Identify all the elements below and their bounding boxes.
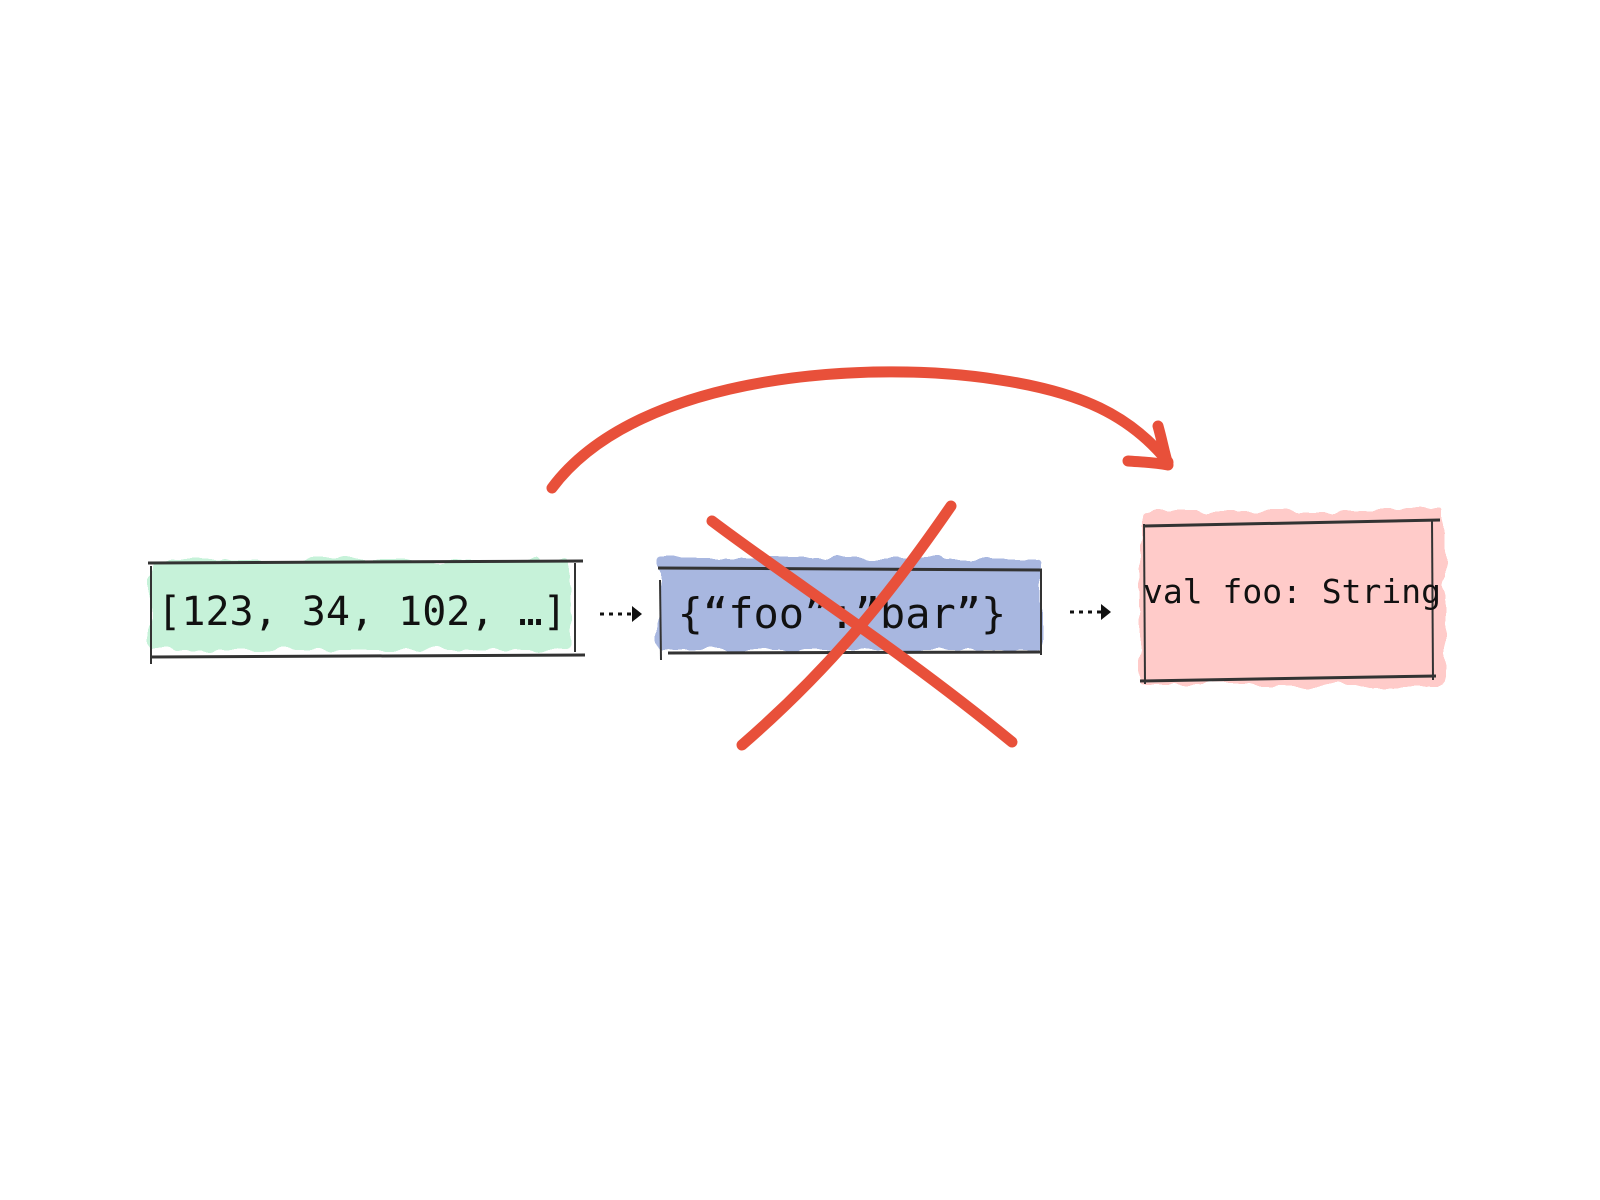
typed-box: val foo: String <box>1139 510 1445 685</box>
cross-out-stroke-2 <box>736 500 957 751</box>
skip-arrow-curve <box>546 366 1174 494</box>
arrow-json-to-typed-head <box>1101 604 1111 620</box>
typed-box-bottom-edge <box>1139 674 1437 683</box>
bytes-box-bottom-edge <box>149 653 586 659</box>
arrow-json-to-typed <box>1070 604 1111 620</box>
bytes-box-label: [123, 34, 102, …] <box>157 589 566 635</box>
json-box-bottom-edge <box>667 650 1043 655</box>
typed-box-fill <box>1140 510 1445 685</box>
bytes-box: [123, 34, 102, …] <box>147 559 586 664</box>
typed-box-label: val foo: String <box>1143 572 1441 611</box>
skip-arrow <box>546 366 1174 494</box>
bytes-box-fill <box>150 560 570 650</box>
typed-box-right-edge <box>1431 519 1434 681</box>
skip-arrow-head <box>1122 420 1174 471</box>
typed-box-left-edge <box>1143 523 1146 685</box>
cross-out-mark <box>706 500 1018 751</box>
arrow-bytes-to-json-head <box>632 606 642 622</box>
json-box-top-edge <box>657 566 1043 572</box>
json-box-left-edge <box>659 579 662 661</box>
bytes-box-top-edge <box>147 559 584 565</box>
arrow-bytes-to-json <box>600 606 642 622</box>
json-box-fill <box>658 558 1040 650</box>
json-box: {“foo”:”bar”} <box>657 558 1043 661</box>
typed-box-top-edge <box>1143 518 1441 528</box>
cross-out-stroke-1 <box>706 515 1018 748</box>
